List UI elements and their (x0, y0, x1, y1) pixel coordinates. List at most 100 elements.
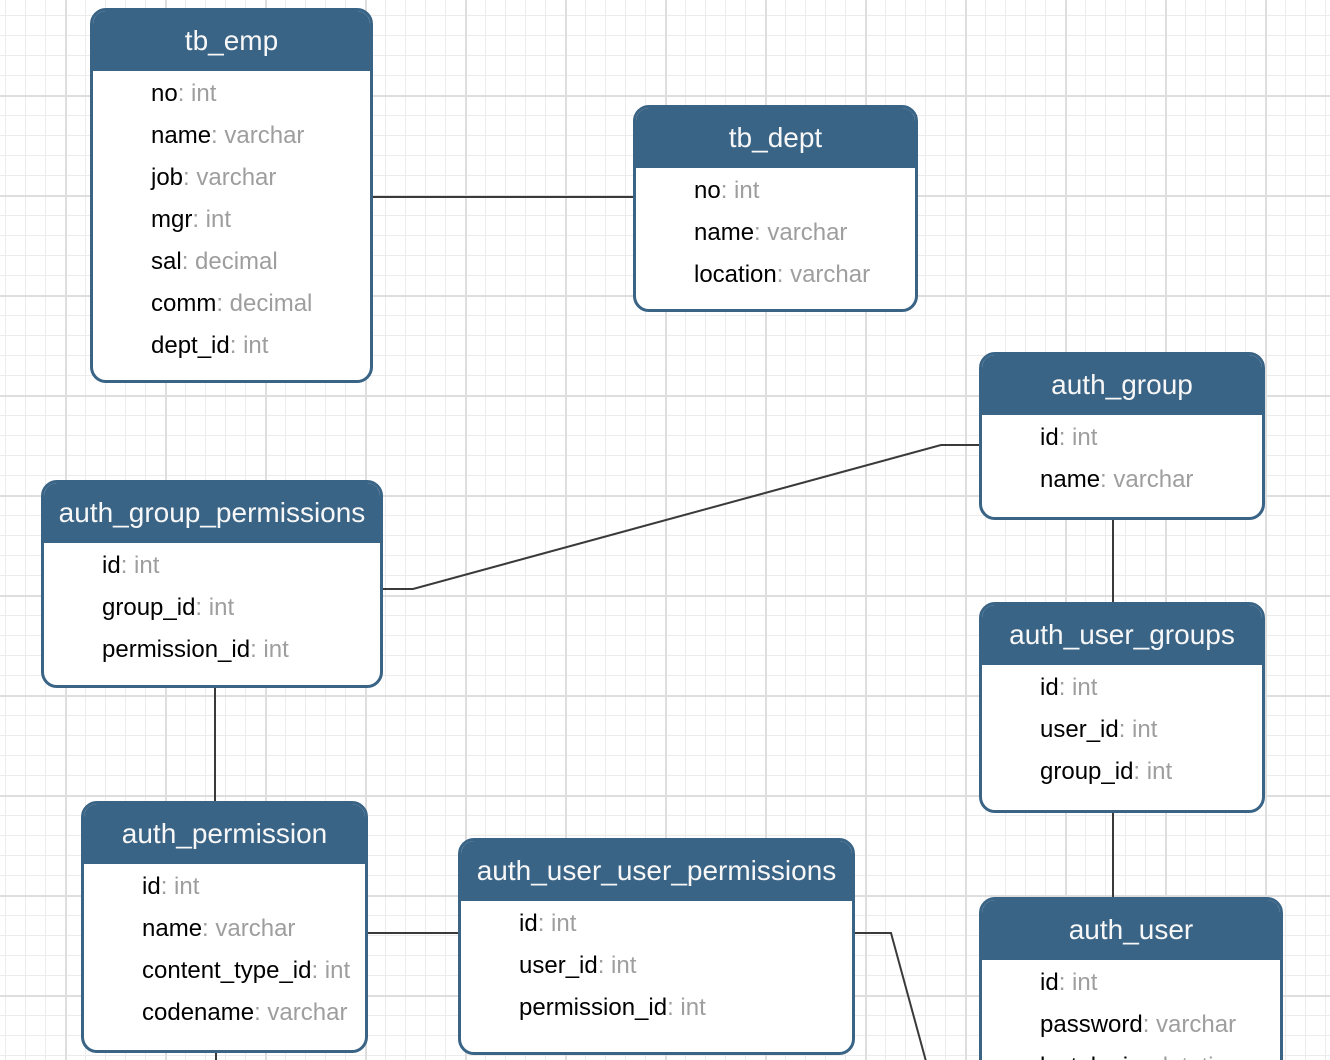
field-row-id: id: int (142, 866, 355, 908)
field-row-no: no: int (694, 170, 905, 212)
field-name: group_id (1040, 758, 1134, 785)
field-name: no (151, 80, 178, 107)
field-row-dept_id: dept_id: int (151, 325, 360, 367)
field-type: : int (1058, 969, 1098, 996)
field-type: : varchar (1142, 1011, 1237, 1038)
field-type: : int (537, 910, 577, 937)
field-name: mgr (151, 206, 193, 233)
field-row-name: name: varchar (1040, 459, 1252, 501)
table-title[interactable]: auth_user_groups (982, 605, 1262, 665)
field-row-id: id: int (1040, 962, 1270, 1004)
field-type: : int (160, 873, 200, 900)
field-type: : int (250, 636, 289, 663)
field-name: id (1040, 674, 1059, 701)
field-name: user_id (519, 952, 598, 979)
field-row-password: password: varchar (1040, 1004, 1270, 1046)
field-name: job (151, 164, 184, 191)
field-name: id (1040, 969, 1059, 996)
field-type: : varchar (754, 219, 848, 246)
field-type: : int (1133, 758, 1173, 785)
field-type: : int (1058, 674, 1098, 701)
field-type: : varchar (254, 999, 348, 1026)
field-row-job: job: varchar (151, 157, 360, 199)
field-row-id: id: int (519, 903, 842, 945)
field-row-group_id: group_id: int (102, 587, 370, 629)
field-row-name: name: varchar (151, 115, 360, 157)
table-title[interactable]: auth_permission (84, 804, 365, 864)
field-type: : varchar (202, 915, 296, 942)
field-type: : int (720, 177, 760, 204)
field-name: content_type_id (142, 957, 312, 984)
relationship-line-auth_user_user_permissions-offscreen-below (855, 932, 927, 1060)
field-type: : varchar (776, 261, 871, 288)
field-name: last_login (1040, 1053, 1141, 1060)
table-title[interactable]: auth_user (982, 900, 1280, 960)
field-type: : decimal (216, 290, 313, 317)
field-type: : int (1058, 424, 1098, 451)
field-name: sal (151, 248, 182, 275)
field-row-id: id: int (1040, 417, 1252, 459)
field-row-location: location: varchar (694, 254, 905, 296)
field-name: id (102, 552, 121, 579)
field-name: password (1040, 1011, 1143, 1038)
field-row-id: id: int (1040, 667, 1252, 709)
field-type: : varchar (211, 122, 305, 149)
field-row-mgr: mgr: int (151, 199, 360, 241)
field-type: : int (667, 994, 706, 1021)
field-type: : int (311, 957, 351, 984)
field-type: : datetime (1141, 1053, 1246, 1060)
field-name: group_id (102, 594, 196, 621)
field-name: name (151, 122, 212, 149)
field-name: no (694, 177, 721, 204)
field-row-permission_id: permission_id: int (519, 987, 842, 1029)
relationship-line-auth_group_permissions-auth_group (383, 444, 979, 590)
field-name: id (519, 910, 538, 937)
field-row-content_type_id: content_type_id: int (142, 950, 355, 992)
field-row-name: name: varchar (142, 908, 355, 950)
field-row-group_id: group_id: int (1040, 751, 1252, 793)
field-type: : int (229, 332, 269, 359)
field-type: : varchar (183, 164, 277, 191)
table-title[interactable]: auth_user_user_permissions (461, 841, 852, 901)
field-type: : int (597, 952, 637, 979)
field-name: permission_id (519, 994, 668, 1021)
field-name: location (694, 261, 777, 288)
field-row-name: name: varchar (694, 212, 905, 254)
field-row-last_login: last_login: datetime (1040, 1046, 1270, 1060)
table-title[interactable]: auth_group (982, 355, 1262, 415)
field-name: codename (142, 999, 255, 1026)
table-title[interactable]: tb_dept (636, 108, 915, 168)
table-title[interactable]: auth_group_permissions (44, 483, 380, 543)
field-row-user_id: user_id: int (1040, 709, 1252, 751)
field-row-sal: sal: decimal (151, 241, 360, 283)
field-name: name (142, 915, 203, 942)
field-row-no: no: int (151, 73, 360, 115)
field-type: : int (120, 552, 160, 579)
field-name: id (142, 873, 161, 900)
field-row-id: id: int (102, 545, 370, 587)
table-title[interactable]: tb_emp (93, 11, 370, 71)
field-name: permission_id (102, 636, 251, 663)
field-type: : int (177, 80, 217, 107)
field-type: : decimal (181, 248, 278, 275)
field-name: id (1040, 424, 1059, 451)
field-type: : int (1118, 716, 1158, 743)
field-row-permission_id: permission_id: int (102, 629, 370, 671)
